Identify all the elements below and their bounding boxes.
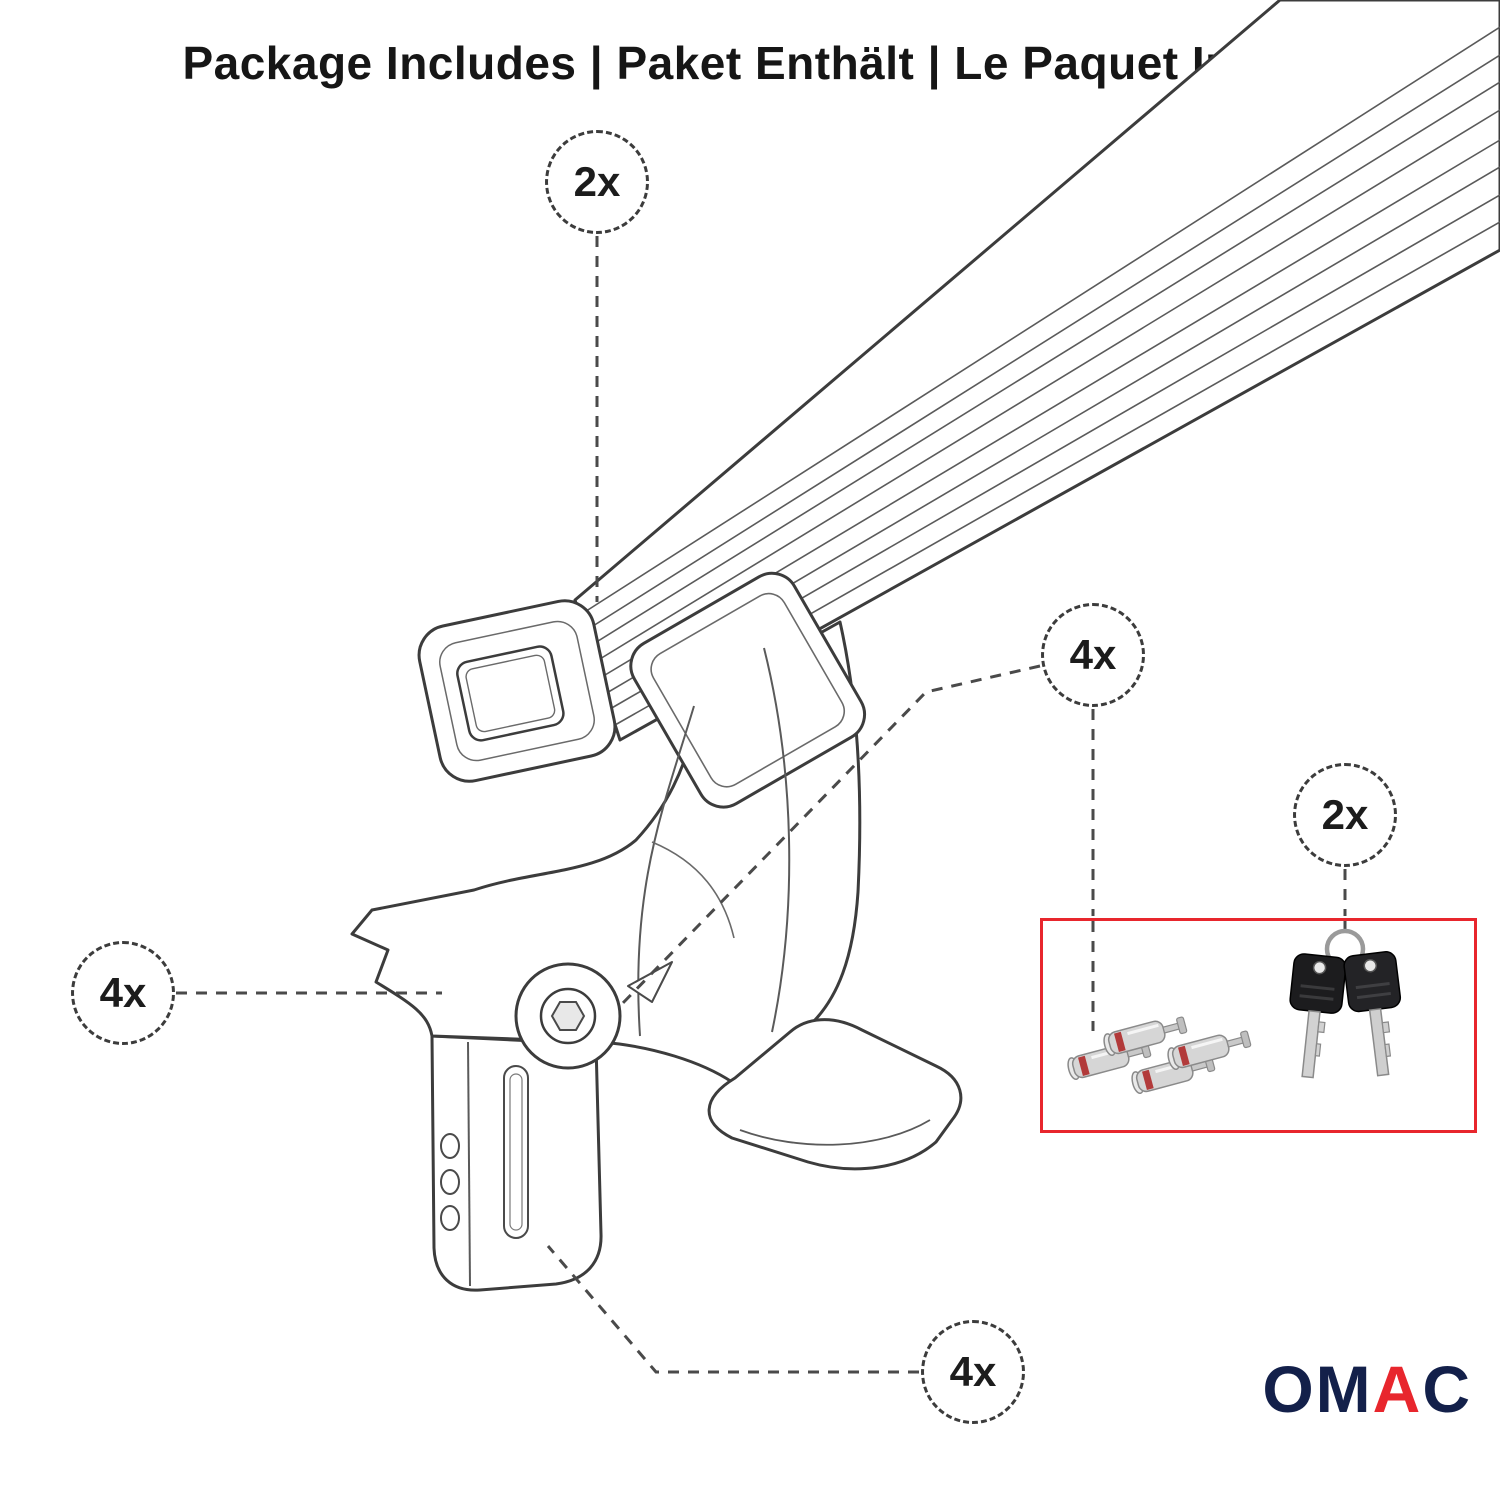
callout-keys-qty: 2x: [1293, 763, 1397, 867]
keys-illustration: [1289, 928, 1402, 1079]
hardware-inset-box: [1040, 918, 1477, 1133]
logo-letter-c: C: [1422, 1352, 1472, 1426]
callout-locks-label: 4x: [1069, 631, 1117, 678]
callout-crossbar-label: 2x: [573, 158, 621, 205]
end-cap-drawing: [417, 599, 617, 783]
callout-locks-qty: 4x: [1041, 603, 1145, 707]
logo-letter-o: O: [1262, 1352, 1316, 1426]
callout-clamp-label: 4x: [949, 1348, 997, 1395]
logo-letter-a: A: [1372, 1352, 1423, 1426]
callout-foot-label: 4x: [99, 969, 147, 1016]
logo-letter-m: M: [1315, 1352, 1373, 1426]
callout-keys-label: 2x: [1321, 791, 1369, 838]
callout-crossbar-qty: 2x: [545, 130, 649, 234]
callout-leader-lines: [176, 236, 1347, 1374]
clamp-drawing: [430, 1034, 603, 1292]
leader-clamp: [546, 1245, 919, 1374]
mounting-foot-drawing: [350, 571, 963, 1171]
leader-locks-to-foot: [618, 664, 1041, 1008]
page-title: Package Includes | Paket Enthält | Le Pa…: [182, 37, 1318, 89]
brand-logo: OMAC: [1262, 1356, 1472, 1422]
callout-foot-qty: 4x: [71, 941, 175, 1045]
hardware-inset-illustration: [1064, 921, 1402, 1097]
callout-clamp-qty: 4x: [921, 1320, 1025, 1424]
